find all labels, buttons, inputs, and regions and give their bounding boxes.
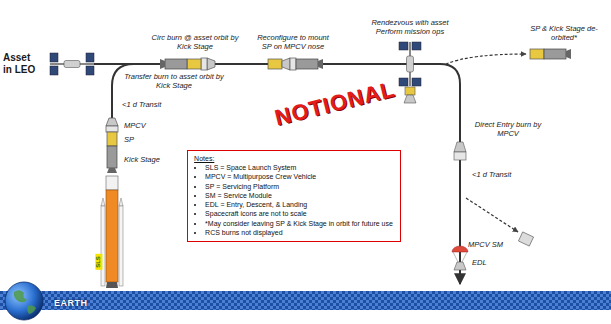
stack-reconfigured bbox=[268, 58, 323, 70]
step-label: EDL bbox=[472, 258, 487, 267]
orbit-and-entry-path bbox=[55, 64, 460, 284]
mpcv-entry-capsule bbox=[454, 142, 466, 160]
note-item: EDL = Entry, Descent, & Landing bbox=[205, 200, 393, 209]
watermark: NOTIONAL bbox=[272, 76, 398, 131]
notes-heading: Notes: bbox=[194, 154, 393, 163]
notes-box: Notes:SLS = Space Launch SystemMPCV = Mu… bbox=[187, 150, 401, 242]
transit-label: <1 d Transit bbox=[472, 170, 511, 179]
earth-band: EARTH bbox=[0, 291, 611, 310]
note-item: MPCV = Multipurpose Crew Vehicle bbox=[205, 172, 393, 181]
step-label: SP & Kick Stage de-orbited* bbox=[522, 24, 606, 42]
note-item: SM = Service Module bbox=[205, 191, 393, 200]
step-label: Reconfigure to mount SP on MPCV nose bbox=[252, 33, 334, 51]
trajectory-lines bbox=[55, 54, 526, 284]
step-label: Rendezvous with asset Perform mission op… bbox=[362, 18, 458, 36]
step-label: Transfer burn to asset orbit by Kick Sta… bbox=[122, 72, 226, 90]
part-label: Kick Stage bbox=[124, 155, 160, 164]
service-module bbox=[518, 232, 533, 246]
note-item: *May consider leaving SP & Kick Stage in… bbox=[205, 219, 393, 228]
edl-capsule bbox=[452, 246, 468, 270]
note-item: Spacecraft icons are not to scale bbox=[205, 209, 393, 218]
deorbit-path bbox=[446, 54, 526, 64]
part-label: MPCV bbox=[124, 121, 146, 130]
asset-label: Asset in LEO bbox=[3, 52, 39, 76]
asset-station bbox=[50, 53, 94, 75]
stack-circ-burn bbox=[160, 58, 215, 70]
sm-jettison-path bbox=[466, 198, 518, 232]
step-label: Circ burn @ asset orbit by Kick Stage bbox=[148, 33, 242, 51]
transit-label: <1 d Transit bbox=[122, 100, 161, 109]
band-label: EARTH bbox=[54, 298, 88, 308]
part-label: SP bbox=[124, 135, 134, 144]
note-item: SP = Servicing Platform bbox=[205, 182, 393, 191]
rocket-decal: SLS bbox=[95, 254, 102, 270]
step-label: Direct Entry burn by MPCV bbox=[472, 120, 544, 138]
launch-stack bbox=[106, 118, 118, 173]
note-item: SLS = Space Launch System bbox=[205, 163, 393, 172]
earth-ground bbox=[0, 282, 611, 320]
note-item: RCS burns not displayed bbox=[205, 228, 393, 237]
stack-deorbited bbox=[530, 49, 571, 59]
sls-rocket bbox=[101, 176, 123, 288]
part-label: MPCV SM bbox=[468, 240, 503, 249]
notes-list: SLS = Space Launch SystemMPCV = Multipur… bbox=[194, 163, 393, 237]
rendezvous-icon bbox=[399, 42, 421, 103]
